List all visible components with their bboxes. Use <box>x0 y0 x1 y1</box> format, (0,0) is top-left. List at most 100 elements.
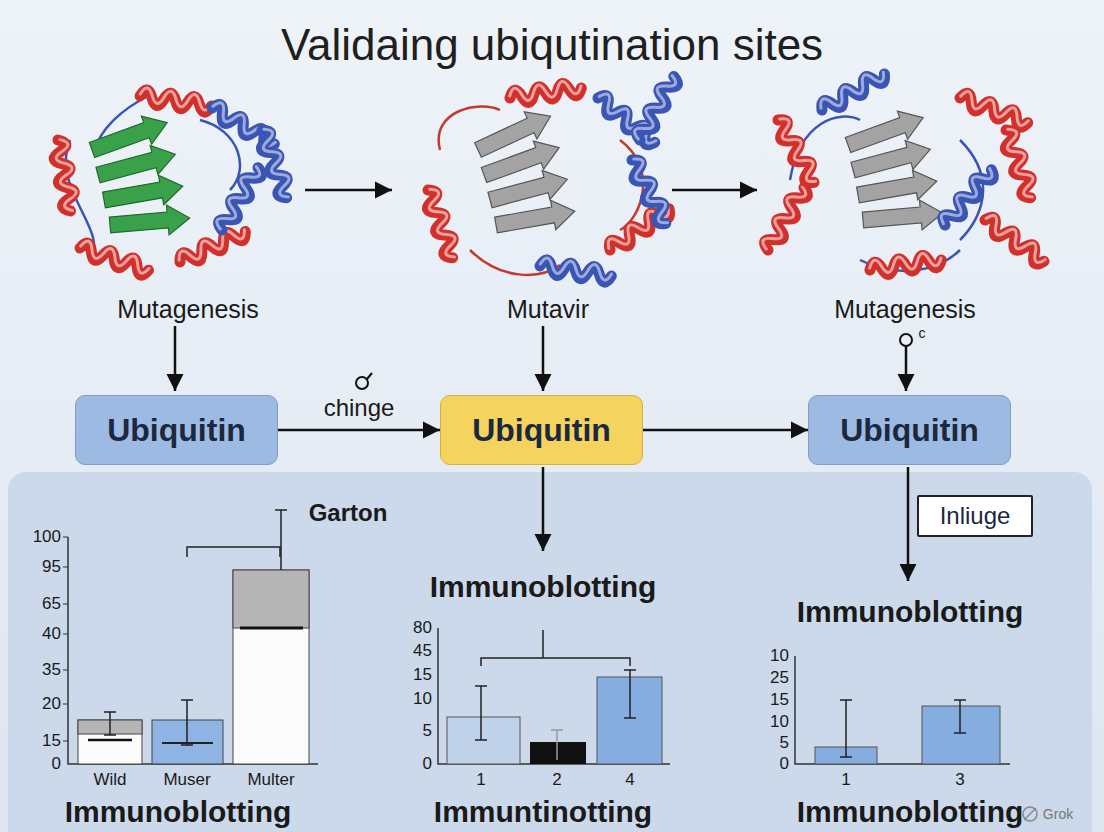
median-line <box>240 627 303 630</box>
axis-tick-label: 100 <box>33 527 61 547</box>
alpha-helix <box>176 223 248 268</box>
axis-tick-label: 95 <box>42 557 61 577</box>
alpha-helix <box>626 156 674 227</box>
error-bar <box>551 730 563 760</box>
axis-tick-label: 5 <box>423 721 432 741</box>
flow-arrow <box>278 429 440 432</box>
alpha-helix <box>255 127 295 200</box>
axis-tick-label: 15 <box>770 690 789 710</box>
axis-tick-label: 10 <box>770 646 789 666</box>
bar <box>530 742 586 764</box>
label-box: Inliuge <box>917 495 1033 537</box>
alpha-helix <box>632 72 680 143</box>
alpha-helix <box>818 66 888 116</box>
method-label: Mutagenesis <box>117 295 259 324</box>
method-label: Mutavir <box>507 295 589 324</box>
chart-axis <box>68 537 318 764</box>
symbol-stroke <box>367 373 372 379</box>
alpha-helix <box>760 183 810 253</box>
bar-chart <box>438 628 670 764</box>
process-box: Ubiquitin <box>440 395 643 465</box>
axis-tick-label: 80 <box>413 618 432 638</box>
box-text: Ubiquitin <box>107 412 246 449</box>
median-line <box>88 739 132 742</box>
significance-bracket <box>187 547 280 557</box>
bar <box>233 570 309 764</box>
category-label: 1 <box>841 770 850 790</box>
flow-arrow <box>542 467 545 551</box>
axis-tick-label: 0 <box>52 754 61 774</box>
protein-structure <box>760 66 1049 277</box>
chart-axis <box>438 628 670 764</box>
alpha-helix <box>772 116 822 186</box>
axis-tick-label: 20 <box>42 694 61 714</box>
watermark-icon <box>1024 808 1036 820</box>
bar-chart <box>63 510 318 764</box>
chart-title: Garton <box>309 499 388 527</box>
alpha-helix <box>539 257 613 283</box>
axis-tick-label: 25 <box>770 668 789 688</box>
process-box: Ubiquitin <box>75 395 278 465</box>
axis-tick-label: 0 <box>423 754 432 774</box>
bar-chart <box>795 656 1010 764</box>
category-label: Muser <box>163 770 210 790</box>
edge-label: chinge <box>324 394 395 422</box>
protein-structure <box>421 72 680 283</box>
alpha-helix <box>421 187 461 260</box>
symbol-circle <box>356 377 368 389</box>
loop-strand <box>66 95 240 260</box>
beta-sheet <box>862 198 944 235</box>
axis-tick-label: 5 <box>780 733 789 753</box>
protein-structure <box>51 87 295 277</box>
chart-title: Immunoblotting <box>797 795 1024 830</box>
process-box: Ubiquitin <box>808 395 1011 465</box>
flow-arrow <box>174 326 177 391</box>
beta-sheet <box>109 203 191 240</box>
box-text: Ubiquitin <box>472 412 611 449</box>
bar <box>233 570 309 628</box>
axis-tick-label: 65 <box>42 594 61 614</box>
flow-arrow <box>643 429 808 432</box>
axis-tick-label: 15 <box>42 731 61 751</box>
error-bar <box>104 510 287 745</box>
watermark-icon <box>1023 807 1037 821</box>
alpha-helix <box>51 138 79 212</box>
alpha-helix <box>214 163 264 233</box>
diagram-title: Validaing ubiqutination sites <box>0 20 1104 71</box>
axis-tick-label: 35 <box>42 660 61 680</box>
category-label: 2 <box>552 770 561 790</box>
symbol-circle <box>900 334 912 346</box>
chart-title: Immuntinotting <box>434 795 652 830</box>
axis-tick-label: 45 <box>413 641 432 661</box>
chart-title: Immunoblotting <box>797 595 1024 630</box>
alpha-helix <box>78 239 151 276</box>
significance-bracket <box>481 630 630 666</box>
bar <box>922 706 1000 764</box>
alpha-helix <box>999 127 1039 200</box>
axis-tick-label: 40 <box>42 624 61 644</box>
box-text: Ubiquitin <box>840 412 979 449</box>
category-label: 1 <box>476 770 485 790</box>
box-text: Inliuge <box>940 502 1011 530</box>
category-label: 3 <box>955 770 964 790</box>
alpha-helix <box>869 251 943 277</box>
method-label: Mutagenesis <box>834 295 976 324</box>
axis-ticks <box>63 537 68 741</box>
results-panel <box>8 472 1092 832</box>
alpha-helix <box>938 164 997 229</box>
category-label: Multer <box>247 770 294 790</box>
error-bar <box>840 700 966 757</box>
beta-sheet <box>493 196 577 239</box>
beta-sheet <box>855 166 939 209</box>
axis-tick-label: 10 <box>413 689 432 709</box>
flow-arrow <box>907 467 910 581</box>
axis-tick-label: 10 <box>770 712 789 732</box>
symbol-label: c <box>919 325 926 341</box>
flow-arrow <box>305 189 392 192</box>
category-label: Wild <box>93 770 126 790</box>
alpha-helix <box>958 90 1031 130</box>
watermark: Grok <box>1043 806 1073 822</box>
axis-tick-label: 15 <box>413 665 432 685</box>
chart-title: Immunoblotting <box>430 570 657 605</box>
